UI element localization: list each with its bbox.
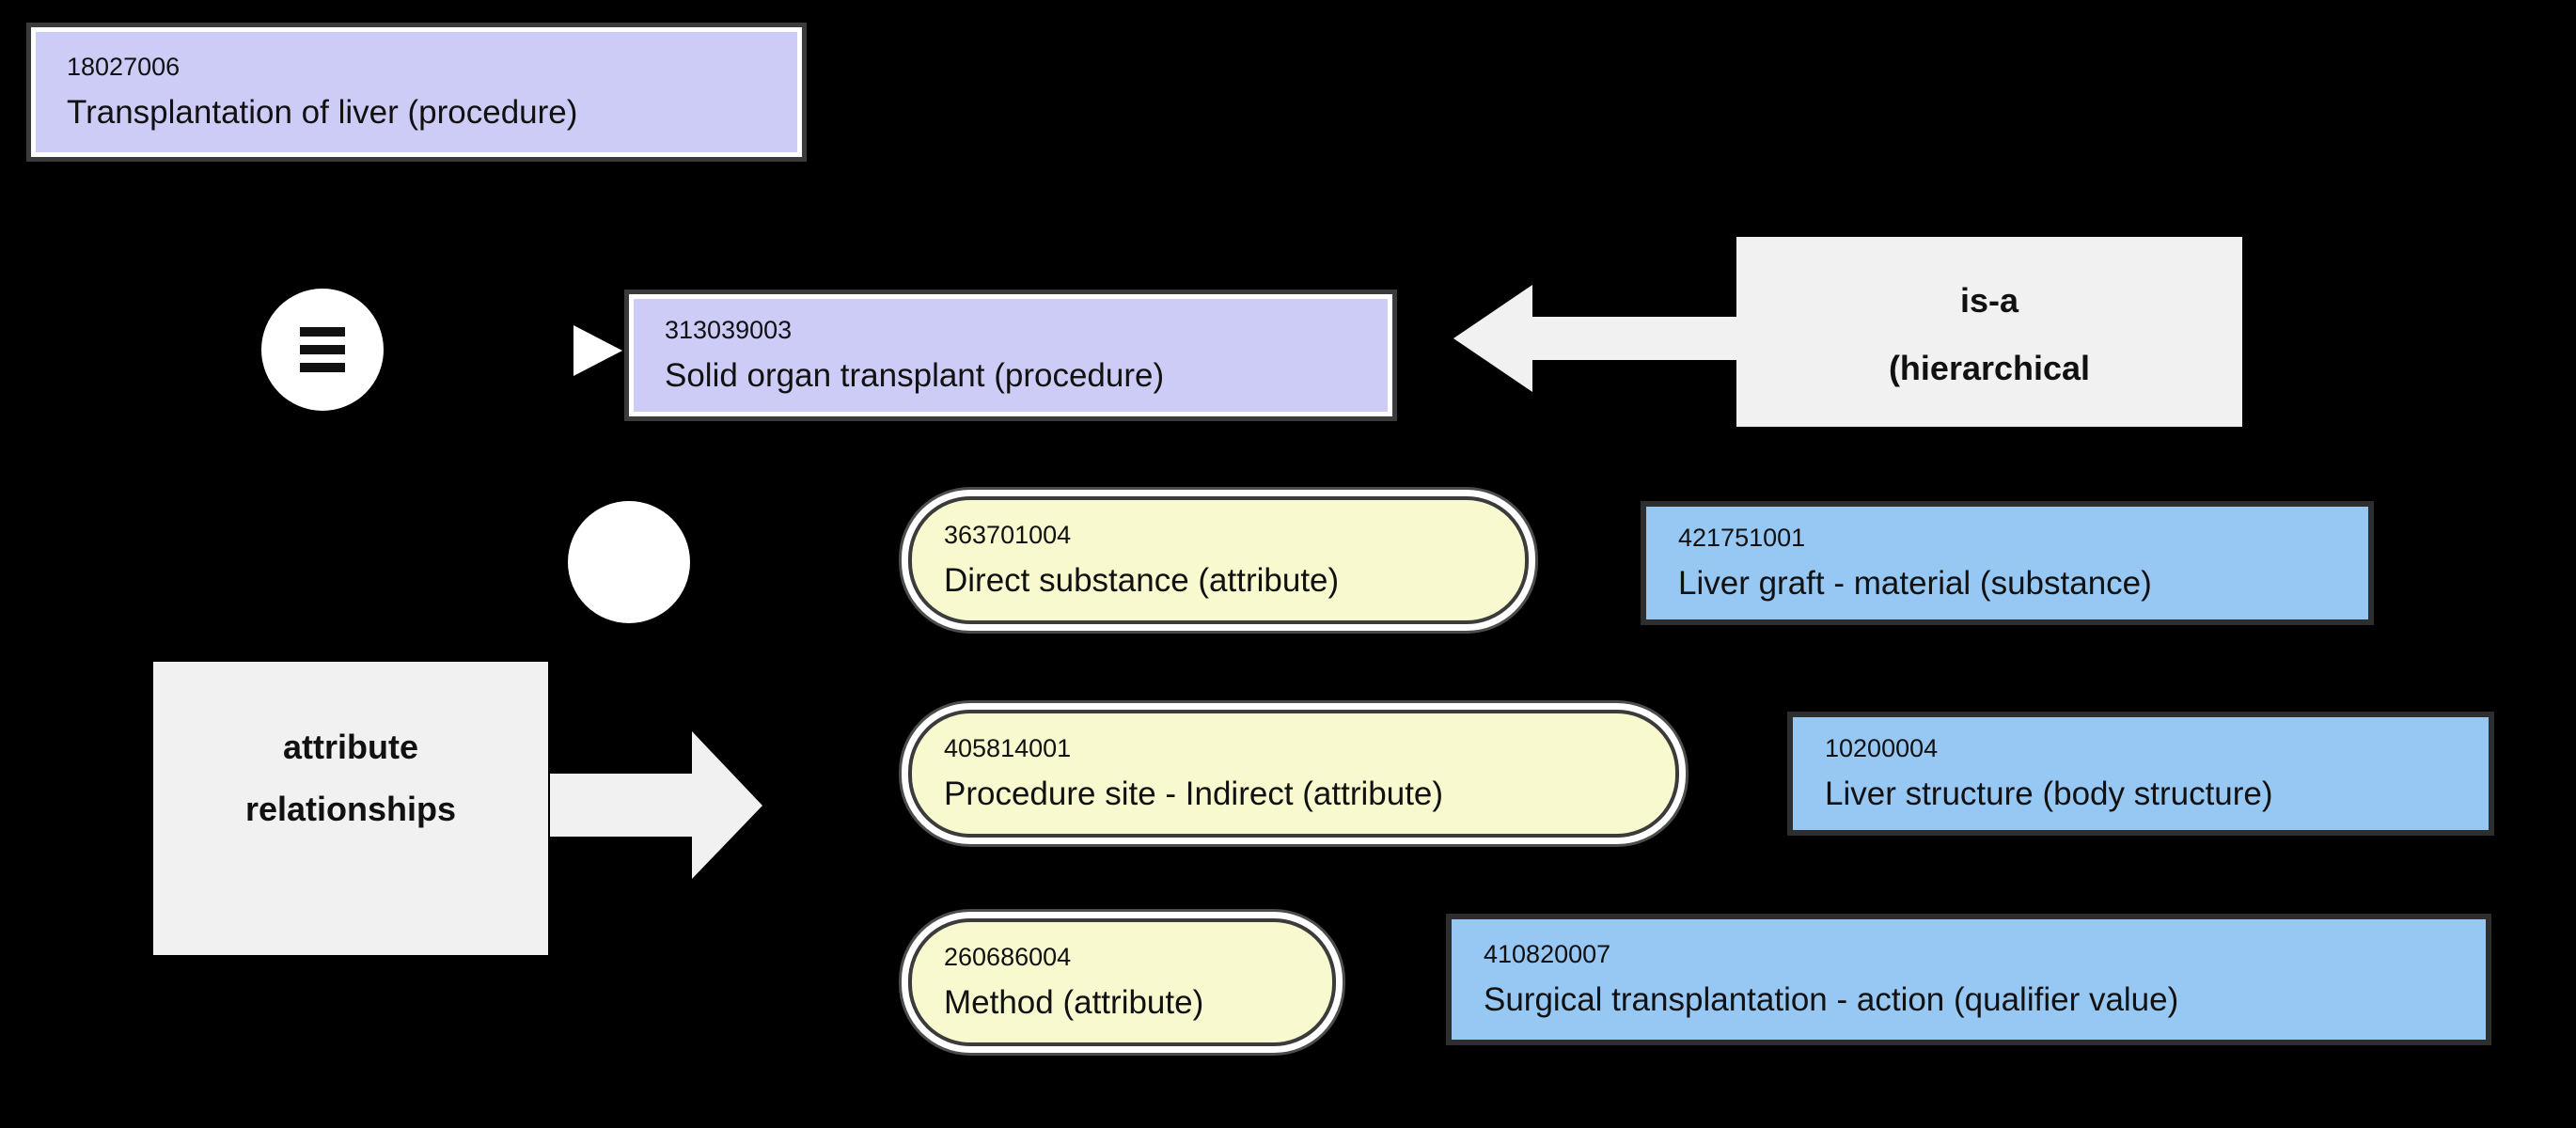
concept-id: 363701004 bbox=[944, 521, 1072, 549]
attribute-legend-box: attribute relationships bbox=[153, 662, 548, 955]
concept-box-solid-organ-transplant: 313039003 Solid organ transplant (proced… bbox=[624, 290, 1397, 421]
conjunction-node-icon bbox=[568, 501, 690, 623]
concept-id: 260686004 bbox=[944, 943, 1072, 971]
isa-arrow bbox=[1453, 285, 1737, 392]
concept-id: 313039003 bbox=[665, 316, 793, 344]
concept-label: Method (attribute) bbox=[944, 984, 1204, 1021]
attribute-legend-line1: attribute bbox=[283, 728, 418, 766]
concept-id: 18027006 bbox=[67, 53, 181, 81]
concept-label: Direct substance (attribute) bbox=[944, 562, 1340, 599]
hamburger-bar bbox=[300, 327, 345, 337]
value-box-surgical-transplantation-action: 410820007 Surgical transplantation - act… bbox=[1446, 914, 2491, 1045]
isa-legend-box: is-a (hierarchical bbox=[1736, 237, 2242, 427]
defined-concept-icon bbox=[261, 289, 384, 411]
concept-label: Liver graft - material (substance) bbox=[1678, 565, 2152, 602]
attribute-arrow bbox=[550, 731, 762, 879]
hamburger-bar bbox=[300, 345, 345, 354]
hamburger-bar bbox=[300, 363, 345, 372]
isa-legend-line1: is-a bbox=[1959, 281, 2019, 320]
subtype-arrowhead-icon bbox=[573, 325, 622, 376]
concept-label: Solid organ transplant (procedure) bbox=[665, 357, 1165, 394]
attribute-box-procedure-site-indirect: 405814001 Procedure site - Indirect (att… bbox=[908, 710, 1679, 838]
concept-label: Surgical transplantation - action (quali… bbox=[1484, 981, 2179, 1018]
attribute-legend-line2: relationships bbox=[244, 790, 457, 828]
concept-id: 405814001 bbox=[944, 734, 1072, 762]
concept-id: 10200004 bbox=[1825, 734, 1939, 762]
concept-label: Transplantation of liver (procedure) bbox=[67, 94, 578, 131]
attribute-box-method: 260686004 Method (attribute) bbox=[908, 918, 1336, 1046]
value-box-liver-structure: 10200004 Liver structure (body structure… bbox=[1787, 712, 2494, 836]
isa-legend-line2: (hierarchical bbox=[1888, 349, 2091, 387]
concept-label: Liver structure (body structure) bbox=[1825, 776, 2273, 812]
attribute-box-direct-substance: 363701004 Direct substance (attribute) bbox=[908, 496, 1529, 624]
concept-box-transplantation-of-liver: 18027006 Transplantation of liver (proce… bbox=[26, 23, 807, 162]
concept-label: Procedure site - Indirect (attribute) bbox=[944, 776, 1444, 812]
concept-id: 421751001 bbox=[1678, 524, 1806, 552]
value-box-liver-graft-material: 421751001 Liver graft - material (substa… bbox=[1641, 501, 2374, 625]
concept-id: 410820007 bbox=[1484, 940, 1611, 968]
